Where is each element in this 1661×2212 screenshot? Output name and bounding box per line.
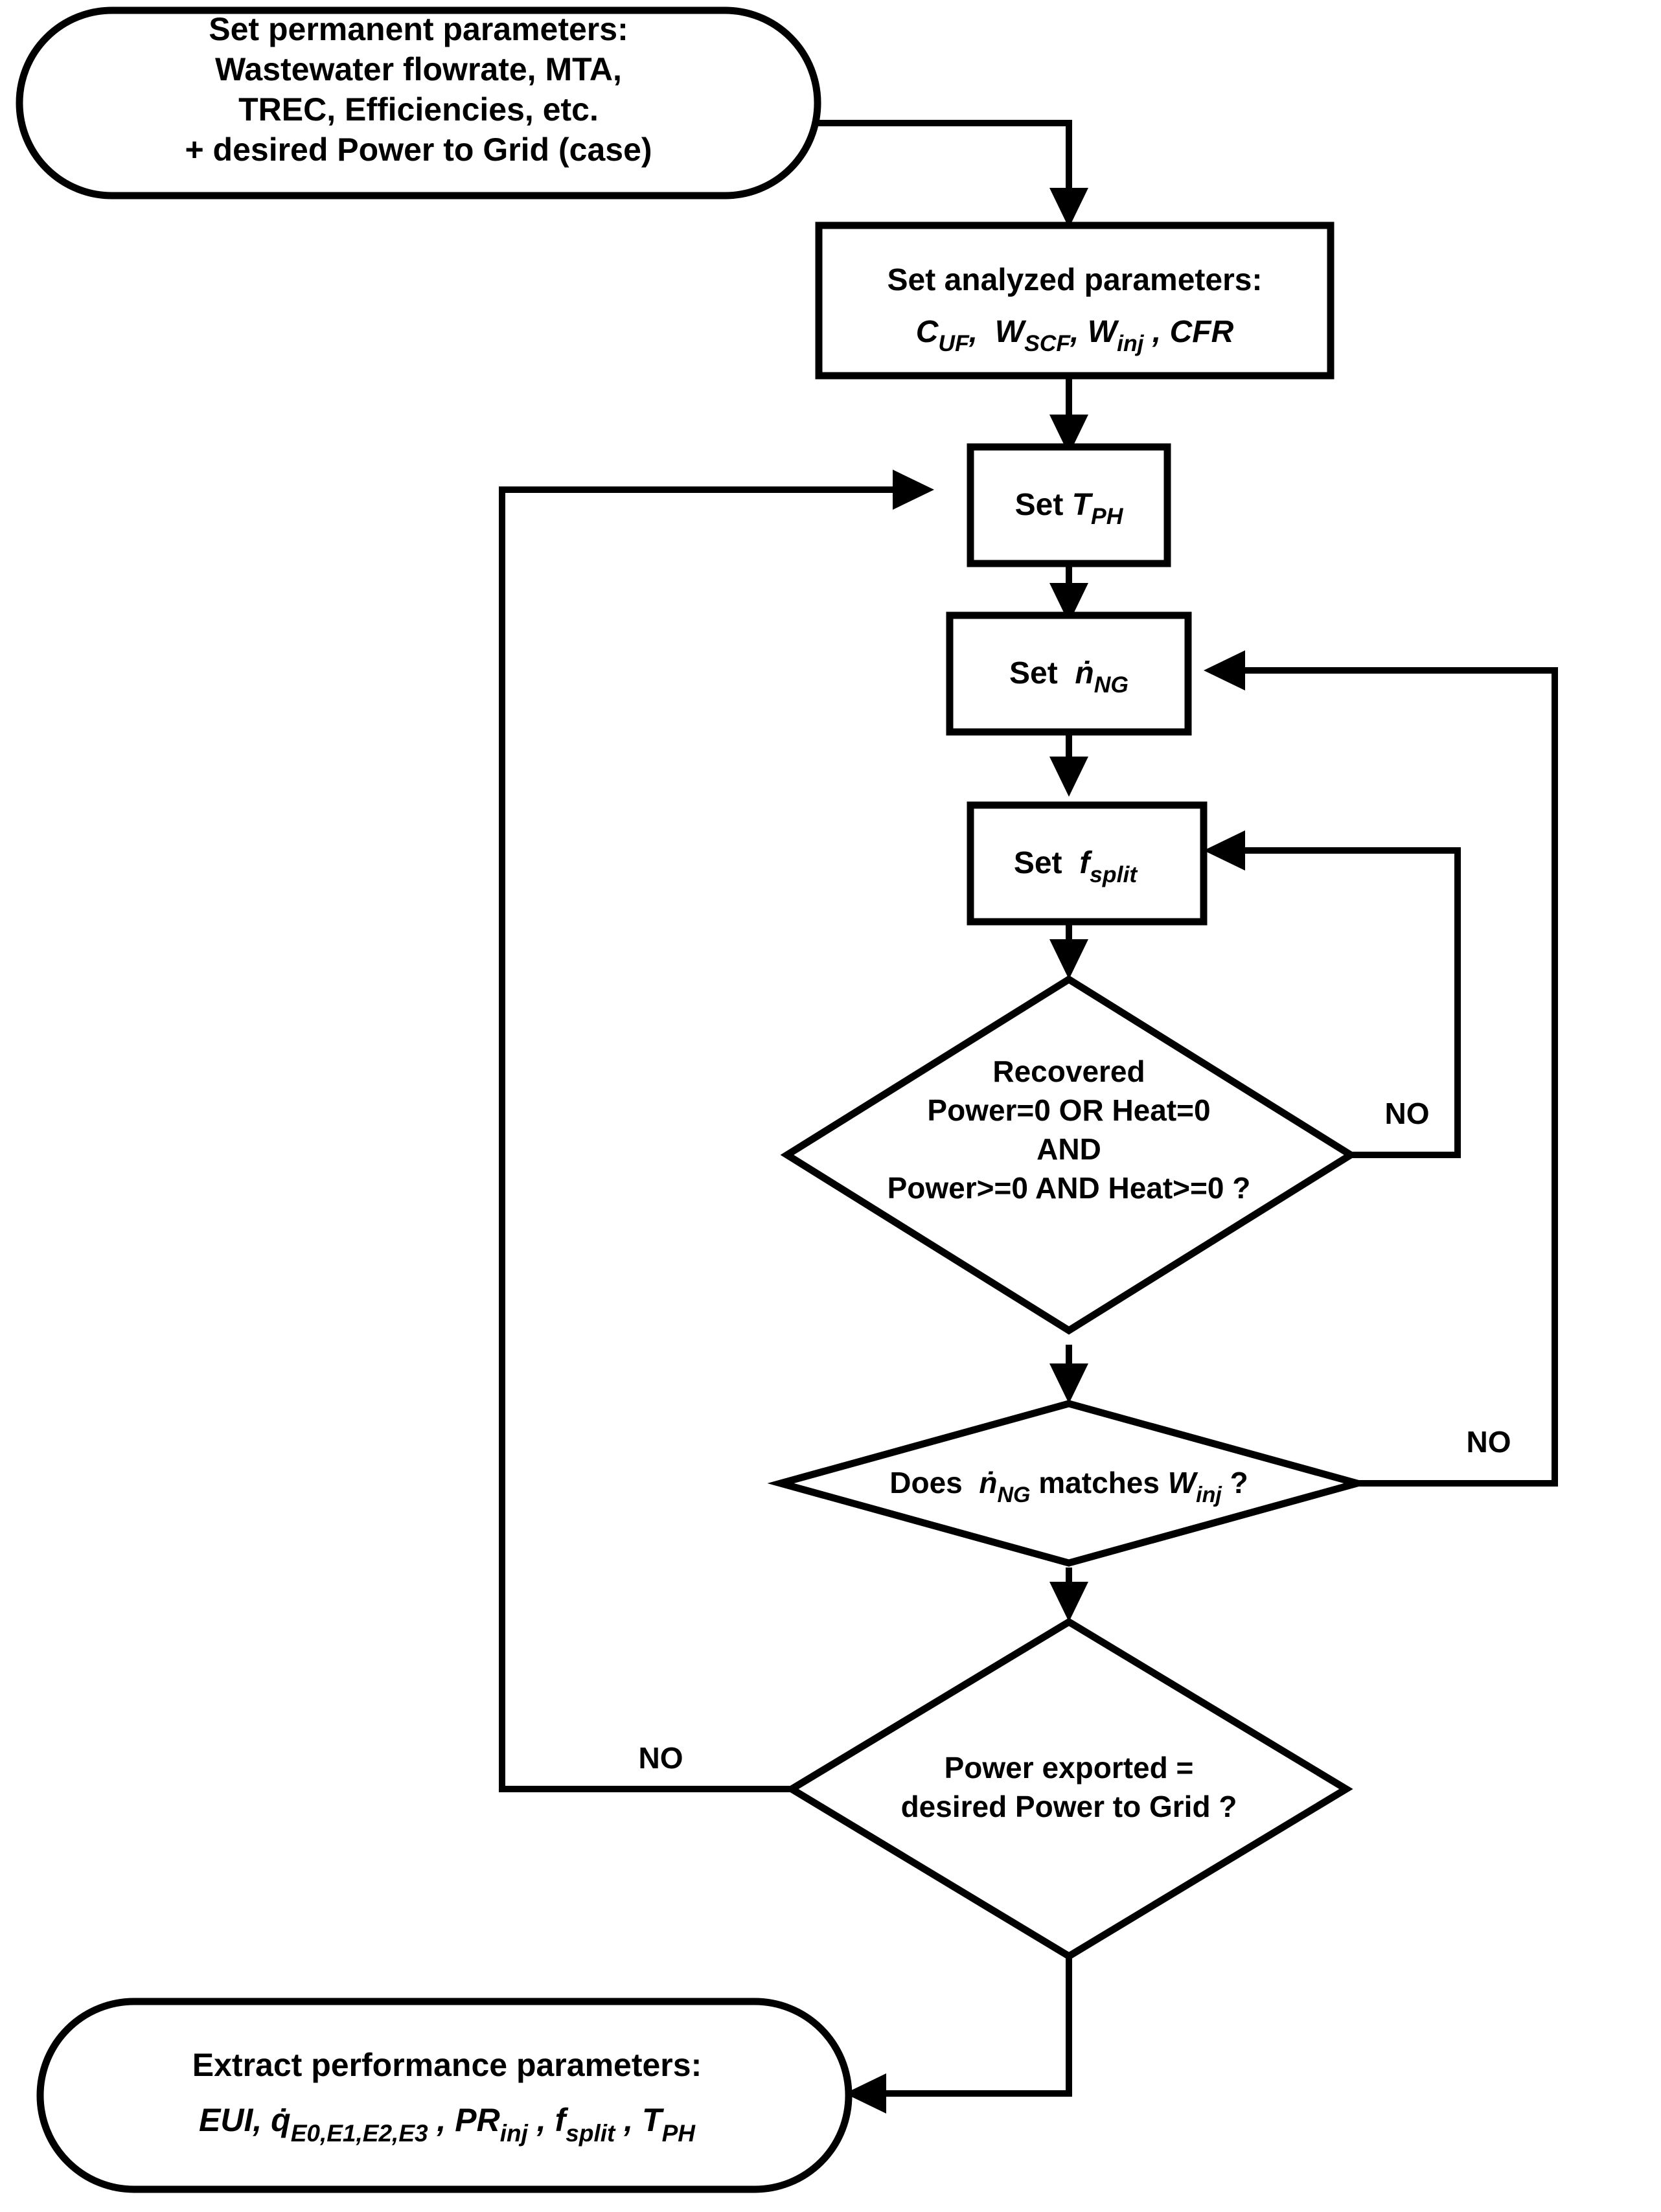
set-fsplit-label: Set fsplit (1014, 846, 1139, 887)
decision-ndot-label: Does ṅNG matches Winj ? (889, 1466, 1248, 1507)
decision-recovered-line-2: Power=0 OR Heat=0 (927, 1093, 1210, 1127)
edge-tph-to-ndot (1049, 564, 1088, 623)
edge-fsplit-to-decision-recovered (1049, 920, 1088, 979)
edge-label-no-power: NO (639, 1741, 683, 1775)
node-set-analyzed-parameters[interactable]: Set analyzed parameters: CUF, WSCF, Winj… (815, 222, 1335, 380)
set-tph-label: Set TPH (1015, 488, 1124, 529)
start-line-1: Set permanent parameters: (209, 11, 628, 47)
node-set-tph[interactable]: Set TPH (967, 443, 1171, 567)
start-line-2: Wastewater flowrate, MTA, (215, 51, 622, 87)
node-decision-ndot-matches[interactable]: Does ṅNG matches Winj ? (767, 1400, 1371, 1567)
decision-recovered-line-1: Recovered (992, 1055, 1145, 1088)
edge-ndot-to-power-decision (1049, 1568, 1088, 1622)
edge-ndot-to-fsplit (1049, 732, 1088, 797)
node-end-terminator[interactable]: Extract performance parameters: EUI, q̇E… (36, 1998, 853, 2193)
decision-recovered-line-4: Power>=0 AND Heat>=0 ? (888, 1171, 1251, 1205)
node-start-terminator[interactable]: Set permanent parameters: Wastewater flo… (16, 6, 821, 200)
decision-power-line-1: Power exported = (945, 1751, 1194, 1784)
node-set-fsplit[interactable]: Set fsplit (967, 801, 1208, 926)
edge-label-no-ndot: NO (1467, 1425, 1511, 1459)
node-decision-power-exported[interactable]: Power exported = desired Power to Grid ? (785, 1617, 1353, 1961)
decision-recovered-line-3: AND (1037, 1132, 1101, 1166)
edge-power-to-end (845, 1956, 1072, 2114)
analyzed-params-formula: CUF, WSCF, Winj , CFR (916, 315, 1234, 356)
edge-start-to-analyzed (818, 120, 1088, 228)
node-decision-recovered[interactable]: Recovered Power=0 OR Heat=0 AND Power>=0… (780, 975, 1358, 1335)
decision-power-line-2: desired Power to Grid ? (901, 1790, 1237, 1823)
edge-no-recovered-loop (1204, 830, 1461, 1158)
analyzed-params-title: Set analyzed parameters: (888, 263, 1263, 297)
edge-label-no-recovered: NO (1385, 1097, 1430, 1130)
end-terminator-formula: EUI, q̇E0,E1,E2,E3 , PRinj , fsplit , TP… (199, 2102, 696, 2147)
node-set-ndot-ng[interactable]: Set ṅNG (946, 611, 1192, 736)
edge-no-ndot-loop (1204, 650, 1558, 1487)
set-ndot-label: Set ṅNG (1009, 656, 1128, 698)
start-line-4: + desired Power to Grid (case) (185, 131, 652, 168)
start-line-3: TREC, Efficiencies, etc. (238, 91, 599, 128)
edge-recovered-to-ndot-decision (1049, 1345, 1088, 1404)
edge-no-power-loop (499, 470, 934, 1792)
end-terminator-title: Extract performance parameters: (192, 2047, 702, 2083)
edge-analyzed-to-tph (1049, 376, 1088, 455)
